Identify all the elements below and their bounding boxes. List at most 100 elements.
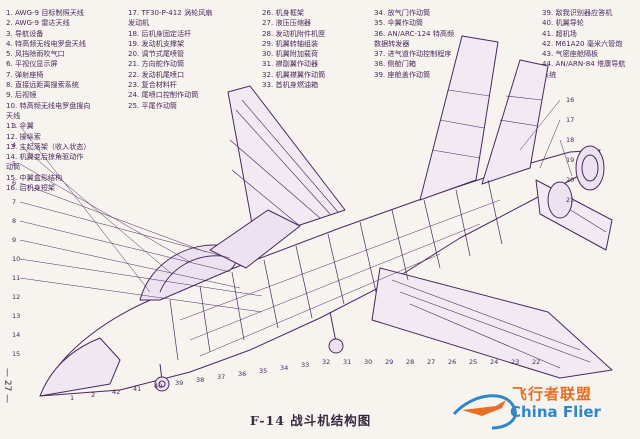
legend-item: 34. 放气门作动筒 <box>374 8 431 17</box>
callout-number: 38 <box>196 376 204 384</box>
legend-item: 8. 直接远距离搜索系统 <box>6 80 79 90</box>
callout-number: 19 <box>566 156 574 164</box>
callout-number: 8 <box>12 217 16 225</box>
callout-number: 25 <box>469 358 477 366</box>
callout-number: 35 <box>259 367 267 375</box>
legend-item: 10. 特高频无线电罗盘搜向 <box>6 100 91 110</box>
legend-item: 3. 导航设备 <box>6 28 44 38</box>
horizontal-stabilizer <box>535 179 613 251</box>
legend-item: 22. 发动机尾喷口 <box>128 69 185 79</box>
legend-item: 13. 主起落架（收入状态） <box>6 141 91 151</box>
callout-number: 16 <box>566 96 574 104</box>
legend-item: 19. 发动机支撑架 <box>128 38 185 48</box>
legend-item: 31. 襟副翼作动器 <box>262 59 319 69</box>
callout-number: 31 <box>343 358 351 366</box>
watermark-en: China Flier <box>510 403 601 421</box>
legend-item: 36. AN/ARC-124 特高频 <box>374 28 455 38</box>
callout-number: 40 <box>154 382 162 390</box>
legend-item: 数据转发器 <box>374 38 410 48</box>
legend-item: 20. 调节式尾喷管 <box>128 49 185 59</box>
callout-number: 37 <box>217 373 225 381</box>
callout-number: 4 <box>12 141 16 149</box>
legend-item: 41. 超机场 <box>542 28 577 38</box>
callout-number: 39 <box>175 379 183 387</box>
legend-item: 29. 机翼转轴组装 <box>262 38 319 48</box>
watermark-cn: 飞行者联盟 <box>512 385 593 403</box>
nose-wheel <box>154 376 170 392</box>
nose-cone <box>39 337 121 397</box>
callout-number: 29 <box>385 358 393 366</box>
legend-item: 30. 机翼附加载荷 <box>262 49 319 59</box>
callout-number: 27 <box>427 358 435 366</box>
china-flier-logo <box>452 394 517 430</box>
callout-number: 42 <box>112 388 120 396</box>
legend-item: 44. AN/ARN-84 塔康导航 <box>542 59 626 69</box>
legend-item: 天线 <box>6 110 21 120</box>
legend-item: 1. AWG-9 目标制照天线 <box>6 8 84 17</box>
callout-number: 20 <box>566 176 574 184</box>
legend-item: 11. 伞翼 <box>6 121 34 131</box>
callout-number: 5 <box>12 160 16 168</box>
callout-number: 30 <box>364 358 372 366</box>
vertical-tail-1 <box>419 35 499 201</box>
legend-item: 6. 平视仪显示屏 <box>6 59 58 69</box>
main-landing-gear <box>329 311 337 343</box>
legend-item: 37. 进气道作动控制程序 <box>374 49 452 59</box>
callout-number: 28 <box>406 358 414 366</box>
legend-item: 38. 侧舱门箱 <box>374 59 416 69</box>
legend-item: 32. 机翼襟翼作动筒 <box>262 69 326 79</box>
callout-number: 9 <box>12 236 16 244</box>
callout-number: 1 <box>70 394 74 402</box>
engine-nozzle-2 <box>547 181 573 219</box>
legend-item: 25. 平尾作动筒 <box>128 100 178 110</box>
legend-item: 15. 中翼盒形结构 <box>6 172 63 182</box>
legend-item: 发动机 <box>128 18 150 28</box>
callout-number: 22 <box>532 358 540 366</box>
upper-wing <box>227 85 346 241</box>
legend-item: 28. 发动机附件机匣 <box>262 28 326 38</box>
legend-item: 7. 弹射座椅 <box>6 69 44 79</box>
legend-item: 14. 机翼变后掠角驱动作 <box>6 152 84 162</box>
legend-item: 21. 方向舵作动筒 <box>128 59 185 69</box>
callout-number: 13 <box>12 312 20 320</box>
engine-nozzle-1 <box>575 145 605 191</box>
legend-item: 35. 伞翼作动筒 <box>374 18 424 28</box>
legend-item: 16. 后机身短架 <box>6 183 56 193</box>
legend-item: 39. 敌我识别器应答机 <box>542 8 613 17</box>
vertical-tail-2 <box>481 59 549 185</box>
callout-number: 6 <box>12 179 16 187</box>
callout-number: 36 <box>238 370 246 378</box>
legend-item: 40. 机翼导轮 <box>542 18 584 28</box>
callout-number: 18 <box>566 136 574 144</box>
callout-number: 17 <box>566 116 574 124</box>
callout-number: 11 <box>12 274 20 282</box>
callout-number: 15 <box>12 350 20 358</box>
legend-item: 动筒 <box>6 162 21 172</box>
legend-item: 4. 特高频无线电罗盘天线 <box>6 38 86 48</box>
callout-number: 3 <box>12 122 16 130</box>
lower-wing <box>371 267 613 379</box>
callout-number: 10 <box>12 255 20 263</box>
callout-number: 24 <box>490 358 498 366</box>
callout-number: 21 <box>566 196 574 204</box>
callout-number: 23 <box>511 358 519 366</box>
legend-item: 17. TF30-P-412 涡轮风扇 <box>128 8 213 17</box>
legend-item: 27. 液压压缩器 <box>262 18 312 28</box>
legend-item: 9. 后视镜 <box>6 90 37 100</box>
page-number: — 27 — <box>2 368 12 404</box>
legend-item: 24. 尾喷口控制作动筒 <box>128 90 199 100</box>
legend-item: 2. AWG-9 雷达天线 <box>6 18 70 28</box>
legend-item: 26. 机身框架 <box>262 8 304 17</box>
legend-item: 42. M61A20 毫米六管炮 <box>542 38 623 48</box>
callout-number: 14 <box>12 331 20 339</box>
legend-item: 39. 座舱盖作动筒 <box>374 69 431 79</box>
callout-number: 7 <box>12 198 16 206</box>
legend-item: 33. 首机身燃油箱 <box>262 80 319 90</box>
legend-item: 系统 <box>542 69 557 79</box>
